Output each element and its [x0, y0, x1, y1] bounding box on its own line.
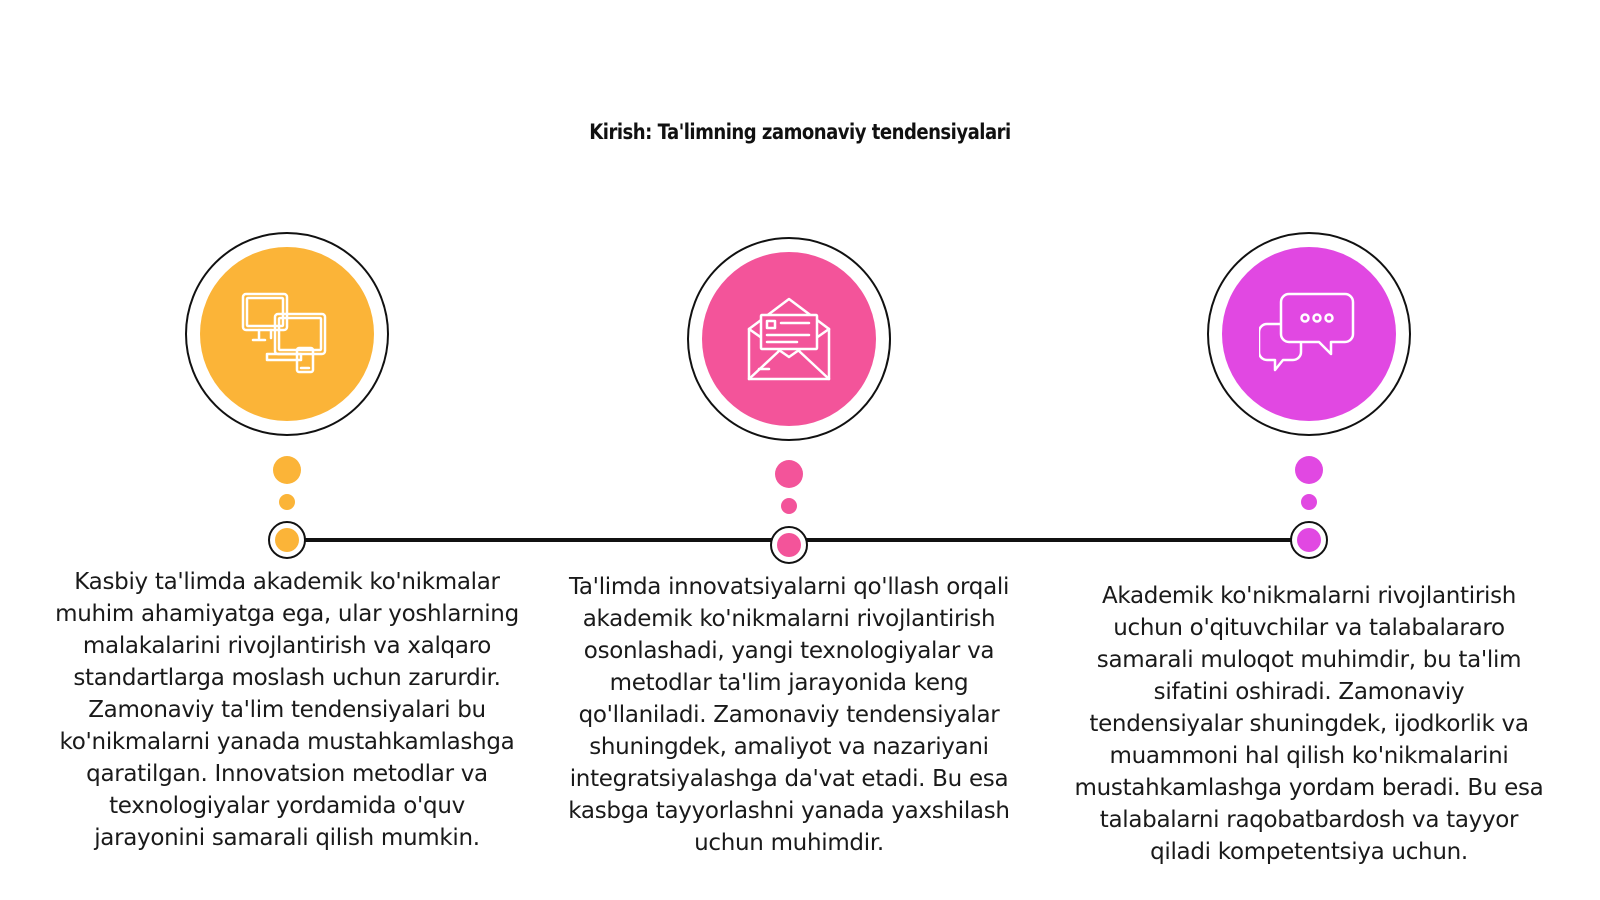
envelope-letter-icon [747, 297, 831, 381]
connector-dot-large [775, 460, 803, 488]
timeline-node-fill [1297, 528, 1321, 552]
slide-title: Kirish: Ta'limning zamonaviy tendensiyal… [589, 120, 1011, 144]
icon-disc [702, 252, 876, 426]
icon-ring [185, 232, 389, 436]
connector-dot-large [1295, 456, 1323, 484]
icon-disc [1222, 247, 1396, 421]
connector-dot-small [1301, 494, 1317, 510]
connector-dot-large [273, 456, 301, 484]
icon-ring [1207, 232, 1411, 436]
timeline-item-3: Akademik ko'nikmalarni rivojlantirish uc… [1068, 0, 1548, 900]
timeline-node-fill [777, 533, 801, 557]
item-description: Akademik ko'nikmalarni rivojlantirish uc… [1074, 583, 1544, 865]
connector-dot-small [279, 494, 295, 510]
icon-ring [687, 237, 891, 441]
icon-disc [200, 247, 374, 421]
connector-dot-small [781, 498, 797, 514]
timeline-item-2: Ta'limda innovatsiyalarni qo'llash orqal… [548, 0, 1028, 900]
timeline-node [770, 526, 808, 564]
timeline-node [1290, 521, 1328, 559]
timeline-item-1: Kasbiy ta'limda akademik ko'nikmalar muh… [46, 0, 526, 900]
timeline-node-fill [275, 528, 299, 552]
item-description: Kasbiy ta'limda akademik ko'nikmalar muh… [55, 569, 519, 851]
timeline-node [268, 521, 306, 559]
devices-icon [241, 292, 327, 374]
item-description: Ta'limda innovatsiyalarni qo'llash orqal… [568, 574, 1010, 856]
chat-bubbles-icon [1259, 292, 1355, 372]
